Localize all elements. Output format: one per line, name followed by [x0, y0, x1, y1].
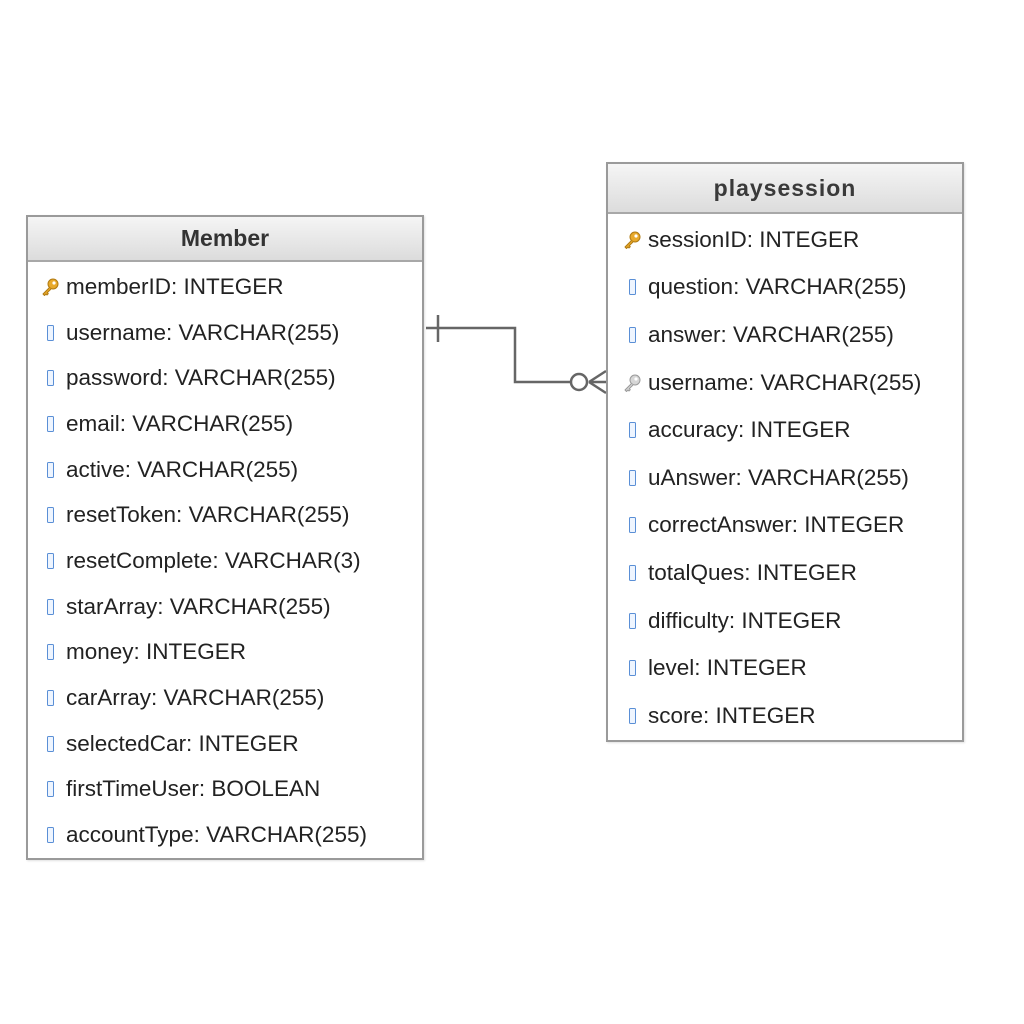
field-row[interactable]: answer: VARCHAR(255) [608, 311, 962, 359]
column-icon [40, 825, 60, 845]
column-icon [40, 460, 60, 480]
field-row[interactable]: username: VARCHAR(255) [28, 310, 422, 356]
field-row[interactable]: selectedCar: INTEGER [28, 721, 422, 767]
field-row[interactable]: money: INTEGER [28, 630, 422, 676]
connector-line [426, 326, 580, 384]
field-label: money: INTEGER [66, 639, 247, 665]
field-label: accountType: VARCHAR(255) [66, 822, 367, 848]
field-row[interactable]: difficulty: INTEGER [608, 597, 962, 645]
column-icon [622, 515, 642, 535]
field-label: difficulty: INTEGER [648, 607, 842, 633]
field-label: resetComplete: VARCHAR(3) [66, 547, 361, 573]
column-icon [622, 420, 642, 440]
field-label: selectedCar: INTEGER [66, 730, 299, 756]
field-label: correctAnswer: INTEGER [648, 512, 905, 538]
playsession-table[interactable]: playsession sessionID: INTEGER question: … [606, 162, 964, 742]
field-label: firstTimeUser: BOOLEAN [66, 776, 321, 802]
field-label: accuracy: INTEGER [648, 417, 851, 443]
field-row[interactable]: resetComplete: VARCHAR(3) [28, 538, 422, 584]
column-icon [40, 597, 60, 617]
field-label: active: VARCHAR(255) [66, 456, 299, 482]
member-table-title: Member [28, 217, 422, 262]
field-row[interactable]: level: INTEGER [608, 644, 962, 692]
column-icon [622, 563, 642, 583]
column-icon [40, 779, 60, 799]
field-row[interactable]: correctAnswer: INTEGER [608, 502, 962, 550]
field-label: uAnswer: VARCHAR(255) [648, 464, 909, 490]
zero-cardinality-mark [569, 372, 589, 392]
field-row[interactable]: username: VARCHAR(255) [608, 359, 962, 407]
field-label: carArray: VARCHAR(255) [66, 685, 325, 711]
field-row[interactable]: carArray: VARCHAR(255) [28, 675, 422, 721]
column-icon [622, 325, 642, 345]
member-field-list: memberID: INTEGER username: VARCHAR(255) p… [28, 262, 422, 858]
field-row[interactable]: email: VARCHAR(255) [28, 401, 422, 447]
field-row[interactable]: resetToken: VARCHAR(255) [28, 492, 422, 538]
field-row[interactable]: accuracy: INTEGER [608, 406, 962, 454]
field-label: sessionID: INTEGER [648, 226, 860, 252]
field-row[interactable]: active: VARCHAR(255) [28, 447, 422, 493]
column-icon [40, 414, 60, 434]
field-row[interactable]: starArray: VARCHAR(255) [28, 584, 422, 630]
playsession-field-list: sessionID: INTEGER question: VARCHAR(255)… [608, 214, 962, 740]
field-label: resetToken: VARCHAR(255) [66, 502, 350, 528]
field-row[interactable]: uAnswer: VARCHAR(255) [608, 454, 962, 502]
column-icon [40, 368, 60, 388]
field-label: answer: VARCHAR(255) [648, 321, 894, 347]
field-row[interactable]: totalQues: INTEGER [608, 549, 962, 597]
primary-key-icon [40, 277, 60, 297]
column-icon [40, 642, 60, 662]
field-label: question: VARCHAR(255) [648, 274, 907, 300]
field-label: starArray: VARCHAR(255) [66, 593, 331, 619]
many-cardinality-mark [588, 369, 607, 395]
column-icon [40, 734, 60, 754]
field-row[interactable]: password: VARCHAR(255) [28, 355, 422, 401]
playsession-table-title: playsession [608, 164, 962, 214]
column-icon [40, 551, 60, 571]
field-row[interactable]: accountType: VARCHAR(255) [28, 812, 422, 858]
column-icon [622, 611, 642, 631]
column-icon [622, 468, 642, 488]
field-row[interactable]: firstTimeUser: BOOLEAN [28, 767, 422, 813]
member-table[interactable]: Member memberID: INTEGER username: VARCHA… [26, 215, 424, 860]
foreign-key-icon [622, 373, 642, 393]
column-icon [40, 323, 60, 343]
field-label: totalQues: INTEGER [648, 559, 857, 585]
field-label: memberID: INTEGER [66, 273, 284, 299]
field-row[interactable]: memberID: INTEGER [28, 264, 422, 310]
column-icon [622, 658, 642, 678]
field-row[interactable]: sessionID: INTEGER [608, 216, 962, 264]
field-label: email: VARCHAR(255) [66, 410, 294, 436]
field-row[interactable]: score: INTEGER [608, 692, 962, 740]
field-row[interactable]: question: VARCHAR(255) [608, 264, 962, 312]
column-icon [622, 706, 642, 726]
field-label: username: VARCHAR(255) [648, 369, 922, 395]
field-label: score: INTEGER [648, 702, 816, 728]
field-label: username: VARCHAR(255) [66, 319, 340, 345]
primary-key-icon [622, 230, 642, 250]
column-icon [40, 505, 60, 525]
column-icon [622, 277, 642, 297]
field-label: password: VARCHAR(255) [66, 365, 336, 391]
column-icon [40, 688, 60, 708]
field-label: level: INTEGER [648, 655, 807, 681]
